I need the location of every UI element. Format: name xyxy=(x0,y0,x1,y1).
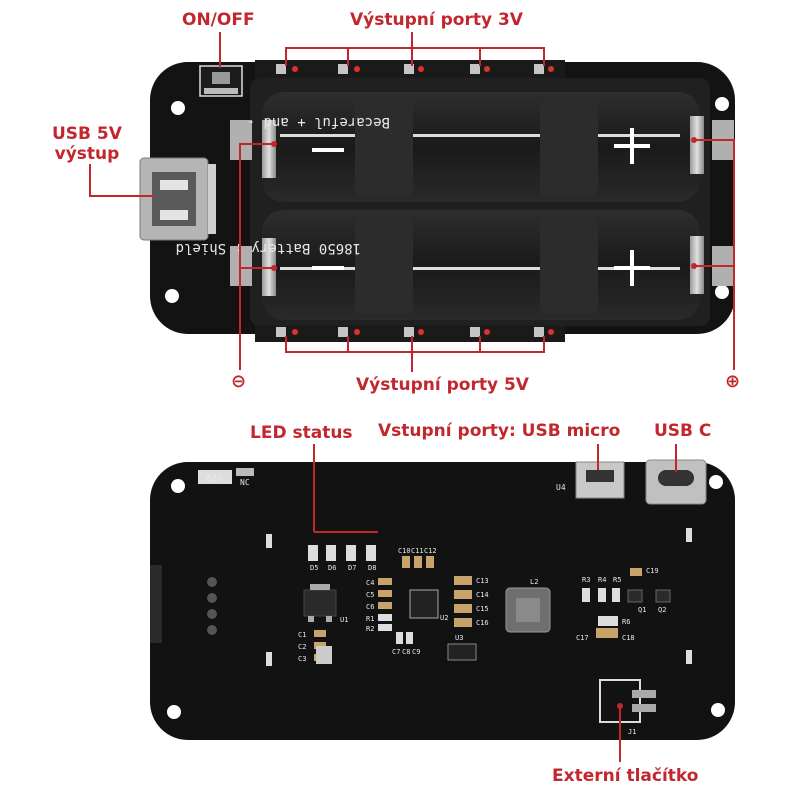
cap-c14: C14 xyxy=(476,591,489,599)
status-leds: D5 D6 D7 D8 xyxy=(308,545,376,572)
cap-c8: C8 xyxy=(402,648,410,656)
label-usb-c: USB C xyxy=(654,421,712,441)
label-minus: ⊖ xyxy=(231,371,247,392)
mount-hole xyxy=(167,705,181,719)
trans-q1: Q1 xyxy=(638,606,646,614)
led-d8: D8 xyxy=(368,564,376,572)
cap-c16: C16 xyxy=(476,619,489,627)
res-r4: R4 xyxy=(598,576,606,584)
bottom-board: 620 NC U4 D5 D6 D7 D8 C10 C11 C12 xyxy=(150,459,735,740)
cap-c12: C12 xyxy=(424,547,437,555)
cap-c4: C4 xyxy=(366,579,374,587)
header-3v xyxy=(255,60,565,80)
usb-c-port xyxy=(645,459,707,505)
battery-slot xyxy=(262,210,700,320)
led-d7: D7 xyxy=(348,564,356,572)
label-output-3v: Výstupní porty 3V xyxy=(350,10,523,30)
inductor-label: L2 xyxy=(530,578,538,586)
cap-c6: C6 xyxy=(366,603,374,611)
mount-hole xyxy=(715,285,729,299)
chip-u4: U4 xyxy=(556,483,566,492)
chip-u1-regulator: U1 xyxy=(303,584,348,624)
label-on-off: ON/OFF xyxy=(182,10,255,30)
holder-text-2: 18650 Battery : Shield xyxy=(176,240,361,256)
led-d5: D5 xyxy=(310,564,318,572)
cap-c9: C9 xyxy=(412,648,420,656)
mount-hole xyxy=(715,97,729,111)
label-external-button: Externí tlačítko xyxy=(552,766,699,786)
cap-c5: C5 xyxy=(366,591,374,599)
chip-u1: U1 xyxy=(340,616,348,624)
resistor-620 xyxy=(198,470,232,484)
on-off-switch xyxy=(199,65,243,97)
res-r3: R3 xyxy=(582,576,590,584)
led-d6: D6 xyxy=(328,564,336,572)
cap-c18: C18 xyxy=(622,634,635,642)
header-5v xyxy=(255,324,565,342)
mount-hole xyxy=(171,101,185,115)
cap-c15: C15 xyxy=(476,605,489,613)
nc-label: NC xyxy=(240,478,250,487)
chip-u2: U2 xyxy=(409,589,448,622)
cap-c17: C17 xyxy=(576,634,589,642)
connector-j1: J1 xyxy=(628,728,636,736)
cap-c11: C11 xyxy=(411,547,424,555)
res-r2: R2 xyxy=(366,625,374,633)
holder-text-1: Becareful + and - xyxy=(247,114,390,130)
cap-c10: C10 xyxy=(398,547,411,555)
label-usb-5v-line1: USB 5V xyxy=(52,124,122,144)
chip-u2-label: U2 xyxy=(440,614,448,622)
res-r5: R5 xyxy=(613,576,621,584)
usb-a-port xyxy=(139,157,216,241)
top-board: Becareful + and - 18650 Battery : Shield xyxy=(139,60,735,342)
callout-lines xyxy=(89,32,735,762)
trans-q2: Q2 xyxy=(658,606,666,614)
cap-c1: C1 xyxy=(298,631,306,639)
cap-c2: C2 xyxy=(298,643,306,651)
cap-c19: C19 xyxy=(646,567,659,575)
res-r6: R6 xyxy=(622,618,630,626)
label-led-status: LED status xyxy=(250,423,353,443)
mount-hole xyxy=(711,703,725,717)
mount-hole xyxy=(171,479,185,493)
res-r1: R1 xyxy=(366,615,374,623)
label-usb-5v-line2: výstup xyxy=(54,144,120,164)
battery-holder: Becareful + and - 18650 Battery : Shield xyxy=(176,78,734,326)
cap-c3: C3 xyxy=(298,655,306,663)
mount-hole xyxy=(709,475,723,489)
mount-hole xyxy=(165,289,179,303)
label-input-usb-micro: Vstupní porty: USB micro xyxy=(378,421,621,441)
chip-u3: U3 xyxy=(447,634,477,661)
contact xyxy=(262,120,276,178)
label-output-5v: Výstupní porty 5V xyxy=(356,375,529,395)
contact xyxy=(690,116,704,174)
chip-u3-label: U3 xyxy=(455,634,463,642)
cap-c13: C13 xyxy=(476,577,489,585)
label-plus: ⊕ xyxy=(725,371,741,392)
usb-micro-port: U4 xyxy=(556,461,625,499)
label-usb-5v: USB 5V výstup xyxy=(52,124,122,164)
inductor-l2: L2 xyxy=(505,578,551,633)
cap-c7: C7 xyxy=(392,648,400,656)
resistor-code: 620 xyxy=(206,474,222,484)
